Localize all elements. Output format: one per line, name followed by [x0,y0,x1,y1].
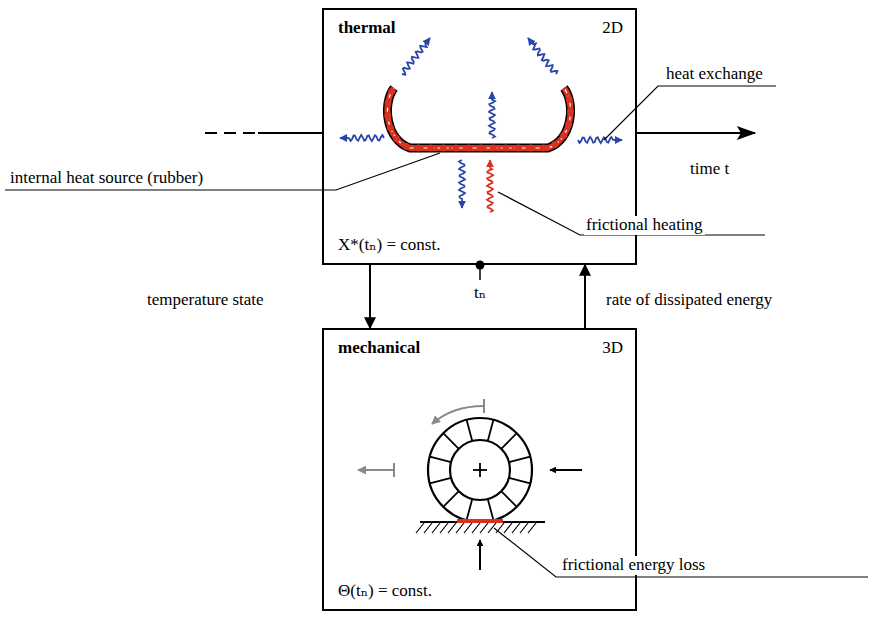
tread-block [467,499,473,520]
heat-source-dot [403,143,410,150]
edge-label: rate of dissipated energy [604,291,774,310]
heat-flux-arrow [340,135,384,141]
edge-label: temperature state [145,291,266,310]
heat-flux-arrow [402,38,430,75]
contact-patch [457,519,503,523]
tread-block [443,491,459,507]
leader-internal-heat [5,153,440,190]
heat-source-dot [528,145,535,152]
ground-hatch [456,523,464,533]
ground-hatch [480,523,488,533]
heat-source-dot [440,145,447,152]
wheel-center [479,463,481,477]
ground [420,521,545,523]
velocity-arrow [358,469,394,471]
leader-frictional-loss [494,528,868,577]
dimension-tag: 2D [602,19,623,38]
heat-source-dot [415,145,422,152]
time-axis-line [258,132,322,134]
ground-hatch [528,523,536,533]
callout-label: frictional heating [584,216,705,235]
heat-source-dot [490,145,497,152]
tread-block [509,478,530,484]
heat-source-dot [428,145,435,152]
tire-outline [387,88,570,148]
box-title: mechanical [338,339,420,358]
callout-label: frictional energy loss [560,556,707,575]
heat-flux-arrow [578,137,622,143]
heat-flux-arrow [489,92,495,138]
force-arrow [550,469,582,471]
tread-block [501,491,517,507]
heat-source-dot [387,124,394,131]
heat-source-dot [393,135,400,142]
heat-source-dot [540,145,547,152]
heat-flux-arrow [487,160,493,212]
heat-source-dot [552,141,559,148]
tread-block [488,499,494,520]
ground-hatch [416,523,424,533]
temperature-arrow [369,265,371,328]
heat-source-dot [567,108,574,115]
ground-hatch [424,523,432,533]
rotation-arrow [432,406,484,424]
leader-frictional-heating [498,192,765,235]
heat-flux-arrow [459,160,465,208]
heat-source-dot [478,145,485,152]
tread-block [488,420,494,441]
tread-block [430,478,451,484]
tread-block [467,420,473,441]
ground-hatch [448,523,456,533]
wheel-outer [428,418,532,522]
callout-label: internal heat source (rubber) [8,169,205,188]
callout-label: heat exchange [664,65,765,84]
heat-source-dot [465,145,472,152]
leader-lines [5,86,868,577]
ground-hatch [464,523,472,533]
ground-hatch [496,523,504,533]
heat-source-dot [388,88,395,95]
tread-block [430,457,451,463]
energy-arrow [584,265,586,328]
ground-hatch [488,523,496,533]
heat-source-dot [560,132,567,139]
state-condition: X*(tₙ) = const. [338,236,440,255]
heat-flux-arrows [340,38,622,212]
tread-block [443,433,459,449]
time-axis-arrow [637,132,755,134]
wheel [358,406,582,570]
ground-hatch [512,523,520,533]
leader-heat-exchange [604,86,776,140]
box-title: thermal [338,19,396,38]
state-condition: Θ(tₙ) = const. [338,582,432,601]
tread-block [501,433,517,449]
load-arrow [479,540,481,570]
heat-source-dot [385,100,392,107]
heat-source-dot [515,145,522,152]
ground-hatch [432,523,440,533]
time-axis [205,133,755,280]
tire-rubber [387,88,570,148]
ground-hatch [472,523,480,533]
heat-source-dot [566,96,573,103]
heat-source-dot [453,145,460,152]
dimension-tag: 3D [602,339,623,358]
tire-reinforcement [387,88,570,148]
time-axis-dashed [205,132,258,134]
heat-flux-arrow [528,38,557,74]
heat-source-dot [565,121,572,128]
heat-source-dot [503,145,510,152]
tread-block [509,457,530,463]
ground-hatch [504,523,512,533]
time-dot [476,261,485,270]
wheel-rim [450,440,510,500]
ground-hatch [520,523,528,533]
ground-hatch [440,523,448,533]
time-point-label: tₙ [472,284,488,303]
axis-label: time t [688,160,731,179]
heat-source-dot [384,112,391,119]
tire-cross-section [384,88,574,151]
